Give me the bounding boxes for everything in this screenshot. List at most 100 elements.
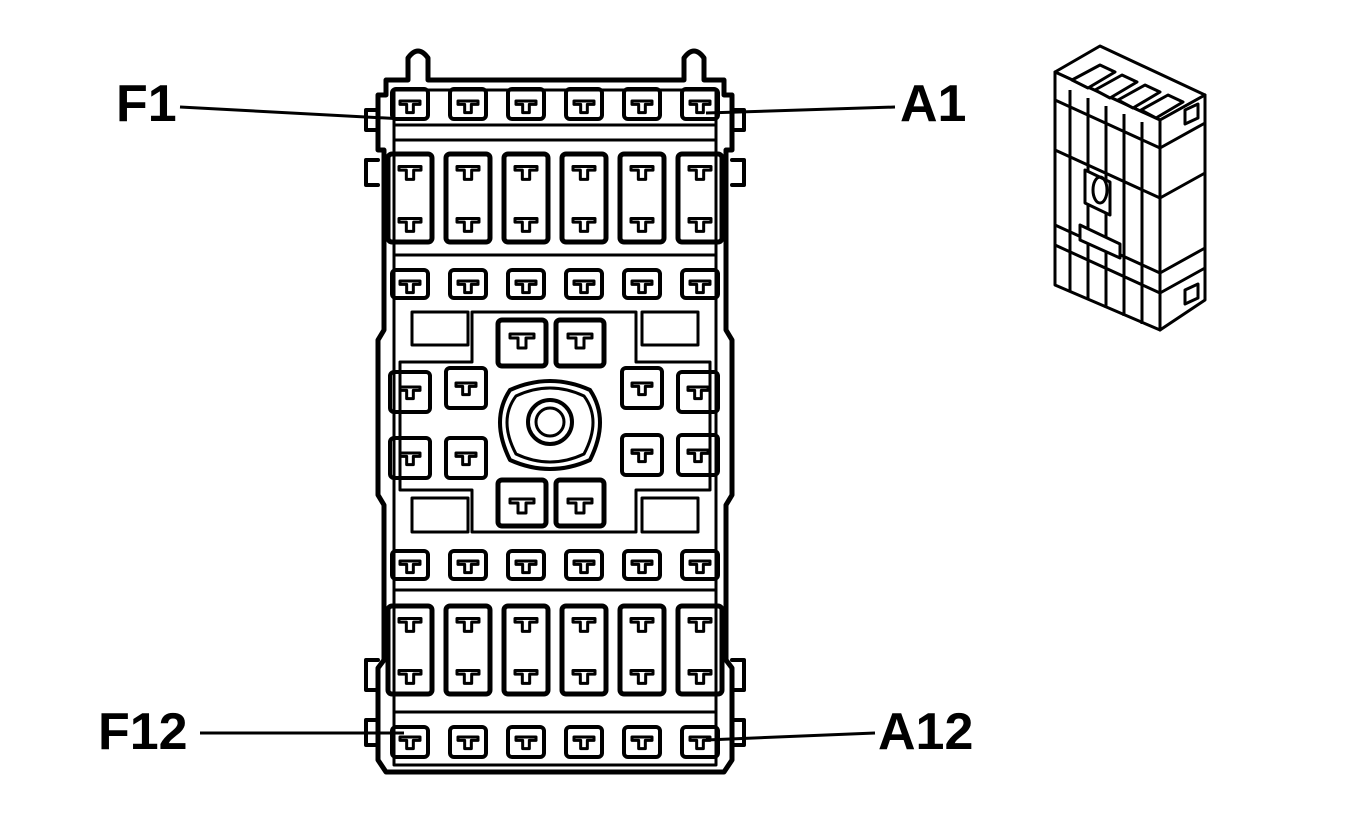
terminal-contact <box>571 217 597 233</box>
terminal-contact <box>514 735 538 751</box>
terminal-cavity <box>390 87 430 121</box>
terminal-cavity <box>443 151 493 245</box>
housing-outline <box>375 48 735 775</box>
terminal-contact <box>398 559 422 575</box>
iso-band <box>1054 98 1206 150</box>
terminal-group <box>385 87 725 759</box>
terminal-cavity <box>564 268 604 300</box>
terminal-cavity <box>676 370 720 414</box>
terminal-contact <box>630 99 654 115</box>
terminal-contact <box>687 217 713 233</box>
terminal-contact <box>629 617 655 633</box>
iso-band <box>1054 148 1206 200</box>
iso-rib <box>1070 63 1117 90</box>
center-frame <box>398 310 712 534</box>
terminal-contact <box>398 451 422 467</box>
terminal-contact <box>566 332 594 350</box>
terminal-contact <box>572 559 596 575</box>
terminal-cavity <box>675 603 725 697</box>
terminal-contact <box>571 165 597 181</box>
terminal-contact <box>630 735 654 751</box>
terminal-contact <box>508 332 536 350</box>
terminal-contact <box>687 165 713 181</box>
terminal-contact <box>688 735 712 751</box>
terminal-cavity <box>506 87 546 121</box>
side-clip <box>364 658 380 692</box>
terminal-cavity <box>675 151 725 245</box>
iso-rib <box>1139 93 1185 120</box>
terminal-contact <box>455 165 481 181</box>
terminal-cavity <box>680 268 720 300</box>
terminal-cavity <box>559 151 609 245</box>
terminal-contact <box>398 385 422 401</box>
terminal-contact <box>456 559 480 575</box>
terminal-contact <box>572 735 596 751</box>
frame-detail <box>410 310 470 347</box>
iso-rib <box>1093 73 1139 100</box>
terminal-cavity <box>495 317 549 369</box>
terminal-cavity <box>506 725 546 759</box>
side-clip <box>730 718 746 747</box>
terminal-cavity <box>501 151 551 245</box>
terminal-contact <box>398 279 422 295</box>
connector-face-view <box>364 48 746 775</box>
terminal-contact <box>629 669 655 685</box>
terminal-contact <box>687 669 713 685</box>
terminal-contact <box>571 617 597 633</box>
terminal-cavity <box>388 370 432 414</box>
connector-iso-view <box>1053 44 1207 332</box>
terminal-contact <box>688 279 712 295</box>
terminal-contact <box>514 279 538 295</box>
terminal-cavity <box>564 87 604 121</box>
terminal-contact <box>508 497 536 515</box>
terminal-contact <box>571 669 597 685</box>
terminal-cavity <box>553 317 607 369</box>
side-clip <box>364 108 380 132</box>
terminal-contact <box>513 669 539 685</box>
iso-side <box>1158 93 1207 332</box>
terminal-contact <box>686 385 710 401</box>
terminal-contact <box>454 381 478 397</box>
terminal-contact <box>514 99 538 115</box>
terminal-cavity <box>385 603 435 697</box>
terminal-contact <box>566 497 594 515</box>
terminal-cavity <box>506 549 546 581</box>
center-boss <box>526 398 574 446</box>
terminal-cavity <box>390 549 430 581</box>
pin-label-f1: F1 <box>116 75 177 133</box>
terminal-contact <box>513 617 539 633</box>
leader-line-a1 <box>705 105 896 115</box>
terminal-cavity <box>622 725 662 759</box>
pin-label-a12: A12 <box>878 703 974 761</box>
terminal-cavity <box>620 366 664 410</box>
terminal-cavity <box>390 268 430 300</box>
terminal-contact <box>630 448 654 464</box>
terminal-contact <box>514 559 538 575</box>
terminal-cavity <box>617 151 667 245</box>
terminal-contact <box>629 165 655 181</box>
terminal-cavity <box>448 268 488 300</box>
terminal-cavity <box>444 436 488 480</box>
terminal-contact <box>686 448 710 464</box>
terminal-contact <box>572 99 596 115</box>
terminal-cavity <box>676 433 720 477</box>
terminal-contact <box>688 559 712 575</box>
terminal-cavity <box>553 477 607 529</box>
iso-latch-hole <box>1091 175 1109 205</box>
terminal-cavity <box>622 268 662 300</box>
terminal-cavity <box>680 725 720 759</box>
terminal-cavity <box>388 436 432 480</box>
terminal-cavity <box>448 725 488 759</box>
terminal-cavity <box>564 725 604 759</box>
side-clip <box>730 158 746 187</box>
terminal-cavity <box>617 603 667 697</box>
terminal-contact <box>397 217 423 233</box>
center-hub <box>498 379 602 471</box>
terminal-cavity <box>390 725 430 759</box>
side-clip <box>730 108 746 132</box>
terminal-cavity <box>559 603 609 697</box>
terminal-contact <box>397 165 423 181</box>
center-hub-inner <box>505 386 595 464</box>
terminal-contact <box>630 279 654 295</box>
